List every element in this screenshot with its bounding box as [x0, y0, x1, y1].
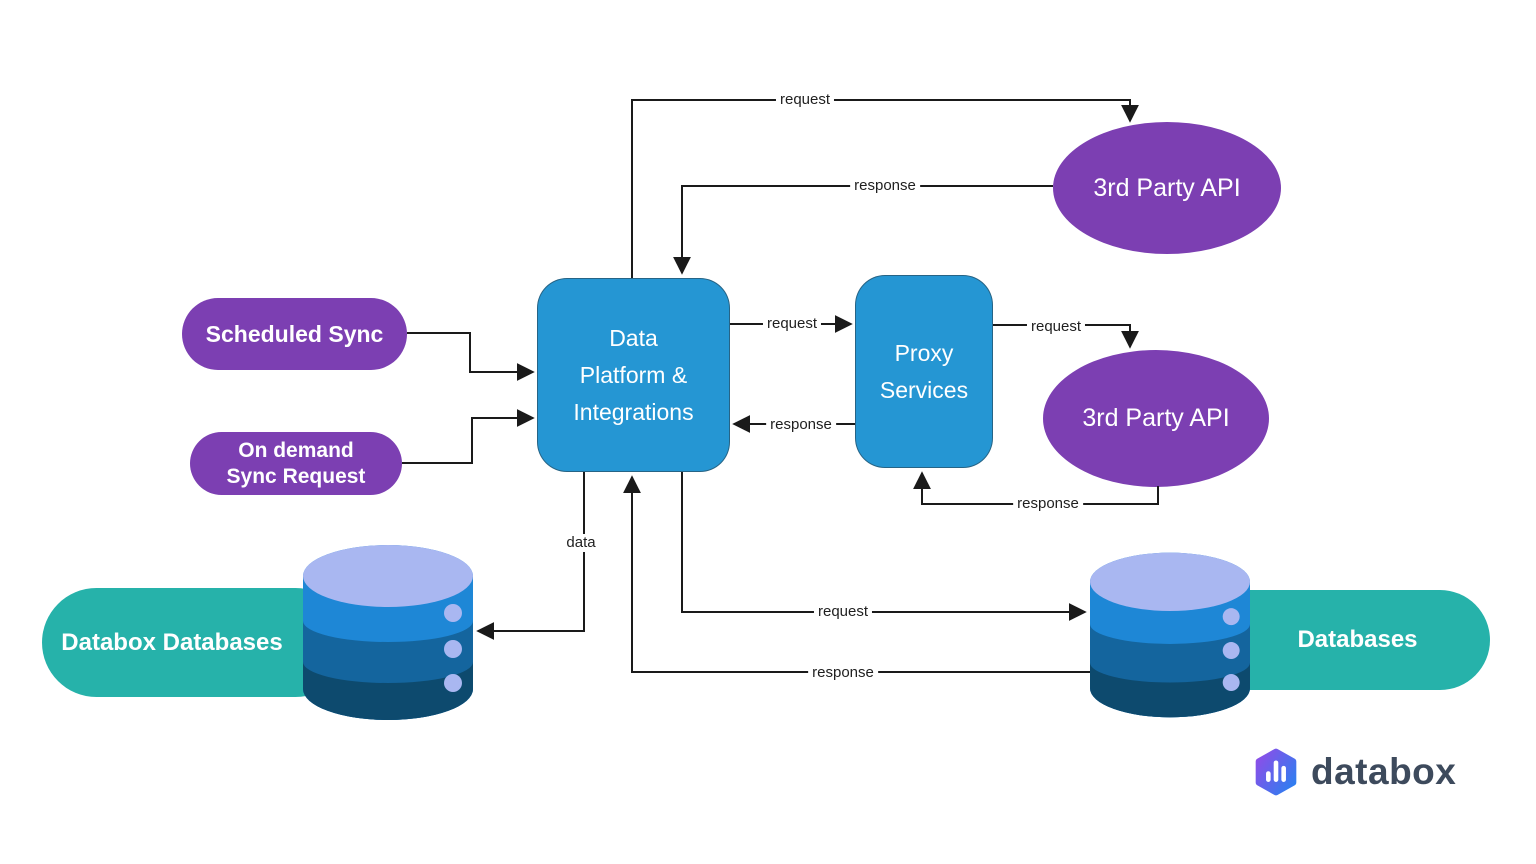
node-3rd-party-api-top: 3rd Party API — [1053, 122, 1281, 254]
edge-scheduled-sync-to-platform — [407, 332, 535, 381]
node-proxy-services: Proxy Services — [855, 275, 993, 468]
node-3rd-party-api-mid: 3rd Party API — [1043, 350, 1269, 487]
node-data-platform-integrations: Data Platform & Integrations — [537, 278, 730, 472]
edge-label-platform-databases-request: request — [813, 603, 873, 621]
databox-logo-hexagon-icon — [1255, 748, 1297, 796]
edge-label-platform-proxy-request: request — [762, 315, 822, 333]
databox-wordmark: databox — [1311, 751, 1457, 792]
edge-label-platform-databox-data: data — [562, 534, 600, 552]
node-on-demand-sync-request: On demand Sync Request — [190, 432, 402, 495]
node-databox-databases: Databox Databases — [42, 588, 350, 697]
node-scheduled-sync: Scheduled Sync — [182, 298, 407, 370]
edge-label-platform-api-request: request — [775, 91, 835, 109]
databox-logo: databox — [1253, 748, 1456, 796]
edge-on-demand-to-platform — [402, 409, 535, 464]
databox-database-cylinder-icon — [303, 545, 473, 720]
edge-label-proxy-platform-response: response — [766, 416, 836, 434]
edge-label-api-platform-response: response — [850, 177, 920, 195]
edge-label-databases-platform-response: response — [808, 664, 878, 682]
edge-label-proxy-api-request: request — [1026, 318, 1086, 336]
edge-label-api-proxy-response: response — [1013, 495, 1083, 513]
databases-cylinder-icon — [1090, 552, 1250, 718]
edge-api-to-platform-response — [673, 185, 1053, 275]
edge-platform-to-databases-request — [681, 472, 1087, 621]
